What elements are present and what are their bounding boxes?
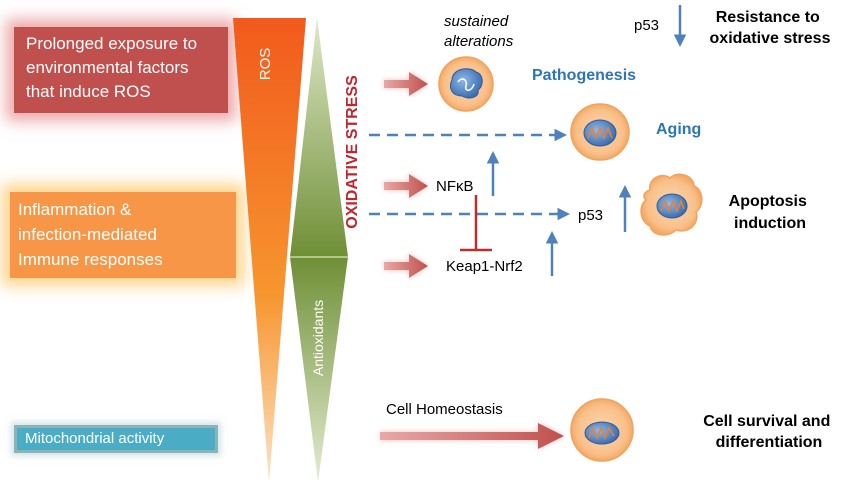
nucleus-survival — [584, 421, 620, 445]
antioxidants-label: Antioxidants — [310, 300, 326, 376]
red-arrow-nfkb — [384, 174, 428, 198]
nucleus-apoptosis — [656, 193, 688, 219]
pathogenesis-label: Pathogenesis — [532, 67, 636, 84]
resistance-line-1: Resistance to — [716, 9, 820, 26]
antioxidant-wedge-top — [290, 18, 348, 257]
red-arrow-homeostasis — [380, 423, 564, 449]
sustained-label: sustained alterations — [444, 13, 514, 50]
cell-apoptosis — [640, 173, 703, 236]
cell-survival — [570, 398, 634, 462]
resistance-label: Resistance to oxidative stress — [710, 9, 831, 47]
red-arrow-pathogenesis — [384, 72, 428, 96]
inhibition-line — [460, 195, 492, 252]
apoptosis-line-1: Apoptosis — [729, 193, 807, 210]
ros-wedge-label: ROS — [257, 48, 274, 81]
p53-top-label: p53 — [634, 17, 659, 34]
inflammation-line-3: Immune responses — [18, 250, 163, 269]
nucleus-aging — [583, 119, 617, 147]
ros-exposure-line-2: environmental factors — [26, 58, 189, 77]
inflammation-line-2: infection-mediated — [18, 225, 157, 244]
survival-line-2: differentiation — [716, 434, 823, 451]
aging-label: Aging — [656, 121, 701, 138]
ros-wedge — [233, 18, 306, 482]
ros-exposure-box: Prolonged exposure to environmental fact… — [14, 27, 228, 113]
sustained-line-1: sustained — [444, 13, 509, 30]
nfkb-label: NFκB — [436, 178, 474, 195]
ros-exposure-line-1: Prolonged exposure to — [26, 34, 198, 53]
mitochondrial-activity-label: Mitochondrial activity — [25, 430, 165, 447]
apoptosis-line-2: induction — [734, 215, 806, 232]
apoptosis-label: Apoptosis induction — [729, 193, 812, 232]
cell-aging — [570, 103, 630, 161]
survival-label: Cell survival and differentiation — [703, 413, 835, 451]
cell-pathogenesis — [438, 56, 494, 112]
p53-mid-label: p53 — [578, 207, 603, 224]
resistance-line-2: oxidative stress — [710, 30, 831, 47]
inflammation-line-1: Inflammation & — [18, 200, 132, 219]
survival-line-1: Cell survival and — [703, 413, 830, 430]
red-arrow-keap1 — [384, 254, 428, 278]
cell-homeostasis-label: Cell Homeostasis — [386, 401, 503, 418]
antioxidant-wedge-bottom — [290, 257, 348, 482]
sustained-line-2: alterations — [444, 33, 514, 50]
inflammation-box: Inflammation & infection-mediated Immune… — [10, 192, 236, 278]
ros-exposure-line-3: that induce ROS — [26, 82, 151, 101]
keap1-nrf2-label: Keap1-Nrf2 — [446, 258, 523, 275]
mitochondrial-activity-box: Mitochondrial activity — [14, 425, 218, 453]
oxidative-stress-label: OXIDATIVE STRESS — [344, 75, 361, 229]
